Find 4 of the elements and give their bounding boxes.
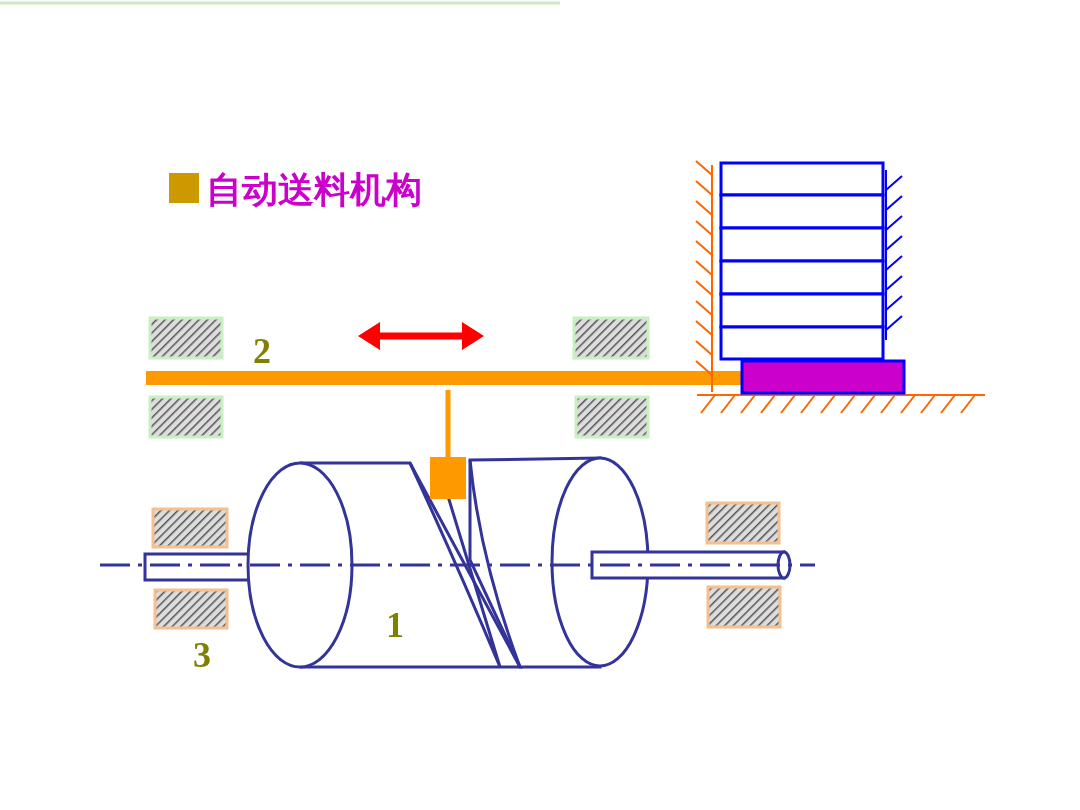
- callout-number: 2: [253, 330, 271, 372]
- title: 自动送料机构: [206, 168, 422, 212]
- callout-number: 3: [193, 634, 211, 676]
- callout-number: 1: [386, 604, 404, 646]
